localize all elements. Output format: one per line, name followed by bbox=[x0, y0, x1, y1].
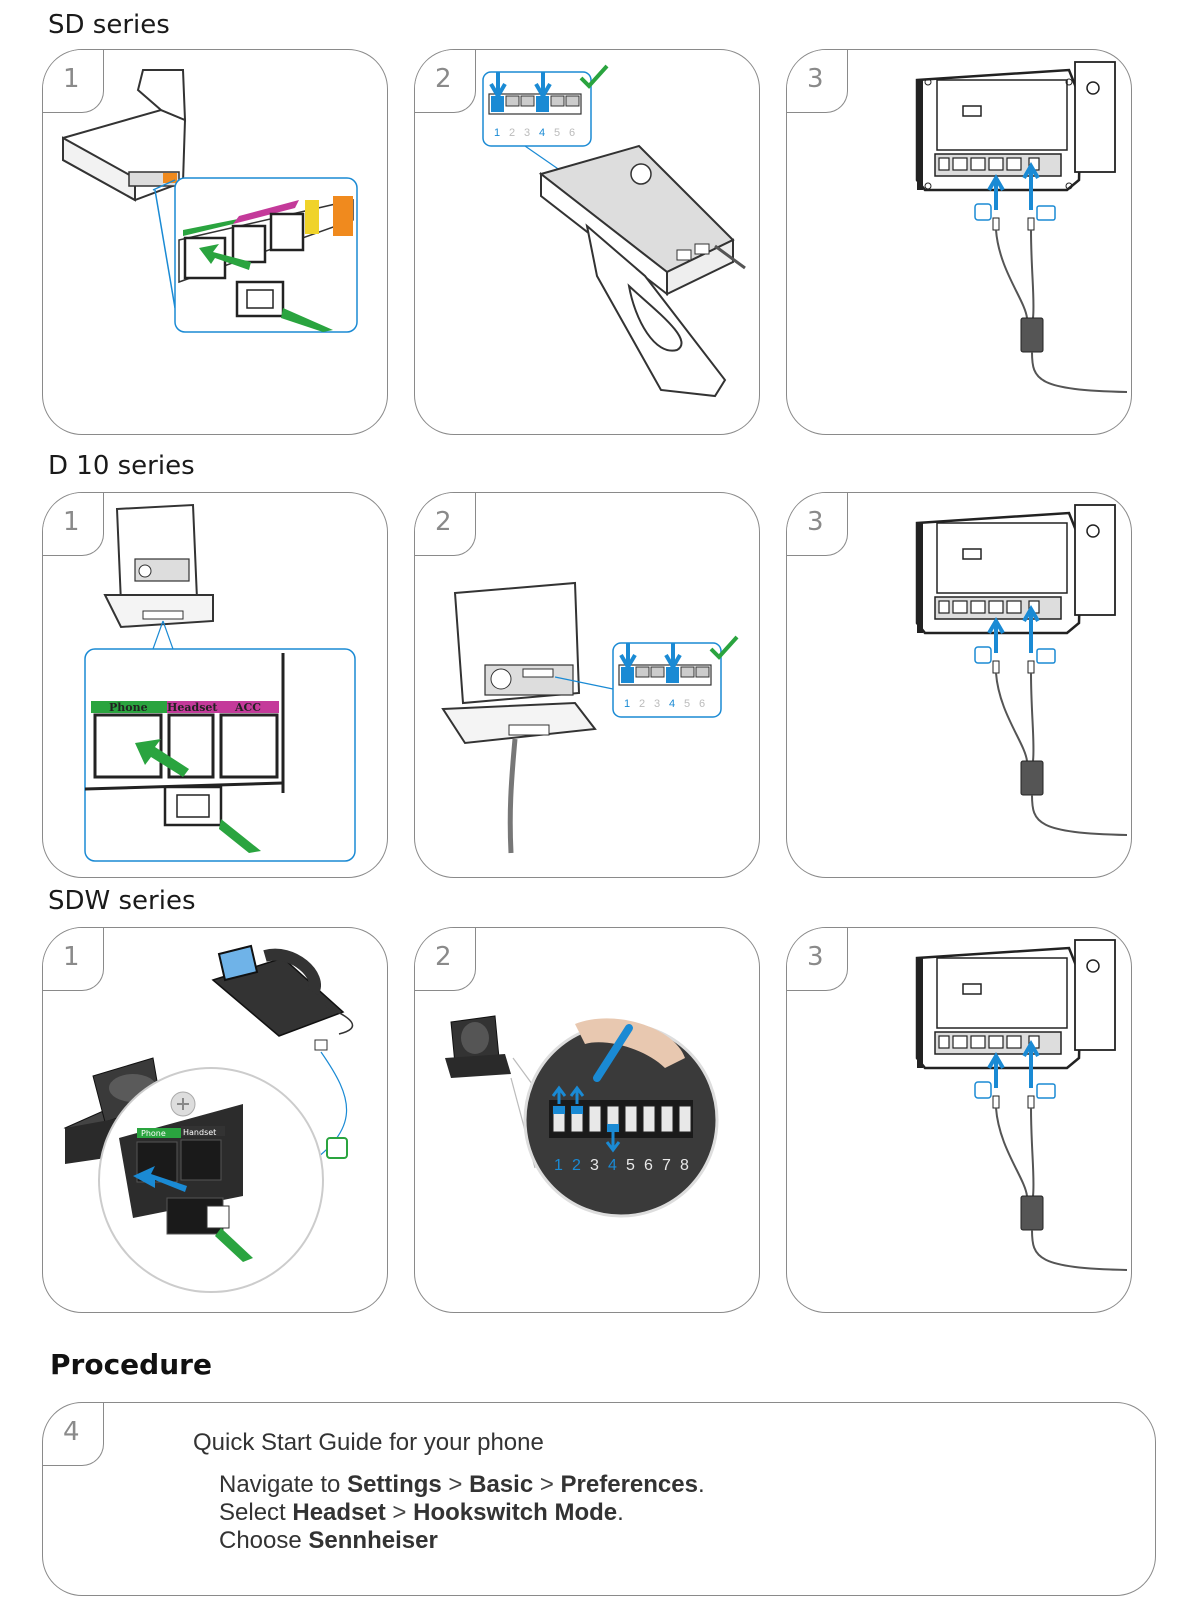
dip-number: 4 bbox=[669, 698, 675, 710]
dip-number: 3 bbox=[524, 127, 530, 139]
dip-number: 4 bbox=[608, 1157, 617, 1174]
dip-number: 8 bbox=[680, 1157, 689, 1174]
path-separator: > bbox=[533, 1471, 561, 1498]
dip-number: 1 bbox=[624, 698, 630, 710]
checkmark-icon bbox=[709, 635, 739, 660]
dip-switches bbox=[491, 95, 580, 112]
step-tab: 3 bbox=[787, 928, 848, 991]
sd-step-1-panel: 1 bbox=[42, 49, 388, 435]
sdw-step-1-panel: Phone Handset 1 bbox=[42, 927, 388, 1313]
dip-number: 3 bbox=[590, 1157, 599, 1174]
path-separator: > bbox=[385, 1499, 414, 1526]
instruction-line-choose: Choose Sennheiser bbox=[219, 1527, 705, 1555]
sdw-step-2-panel: 1 2 3 4 5 6 7 8 2 bbox=[414, 927, 760, 1313]
menu-path-basic: Basic bbox=[469, 1471, 534, 1498]
sdw-step-3-panel: 3 bbox=[786, 927, 1132, 1313]
step-number: 3 bbox=[807, 942, 824, 972]
step-number: 2 bbox=[435, 64, 452, 94]
step-number: 1 bbox=[63, 507, 80, 537]
phone-port-icon bbox=[1036, 1083, 1056, 1099]
menu-path-settings: Settings bbox=[347, 1471, 442, 1498]
dip-number: 2 bbox=[509, 127, 515, 139]
headset-icon bbox=[974, 646, 992, 664]
d10-base-phone-jack-illustration: Phone Headset ACC bbox=[84, 503, 356, 862]
step-number: 1 bbox=[63, 942, 80, 972]
sdw-dip-switch-illustration: 1 2 3 4 5 6 7 8 bbox=[445, 1015, 719, 1218]
step-tab: 1 bbox=[43, 493, 104, 556]
instruction-line-select: Select Headset > Hookswitch Mode. bbox=[219, 1499, 705, 1527]
path-separator: > bbox=[441, 1471, 470, 1498]
desk-phone-back-cable-illustration bbox=[915, 504, 1128, 836]
dip-number: 6 bbox=[569, 127, 575, 139]
phone-icon bbox=[326, 1137, 348, 1159]
sdw-jack-label-phone: Phone bbox=[141, 1129, 166, 1138]
sd-step-2-panel: 1 2 3 4 5 6 2 bbox=[414, 49, 760, 435]
step-tab: 1 bbox=[43, 50, 104, 113]
procedure-box: 4 Quick Start Guide for your phone Navig… bbox=[42, 1402, 1156, 1596]
sd-step-3-panel: 3 bbox=[786, 49, 1132, 435]
instruction-text: Select bbox=[219, 1499, 293, 1526]
dip-number: 1 bbox=[554, 1157, 563, 1174]
step-tab: 2 bbox=[415, 493, 476, 556]
phone-port-icon bbox=[1036, 648, 1056, 664]
step-number: 3 bbox=[807, 64, 824, 94]
jack-label-phone: Phone bbox=[109, 701, 148, 714]
phone-port-icon bbox=[1036, 205, 1056, 221]
dip-number: 4 bbox=[539, 127, 545, 139]
menu-path-headset: Headset bbox=[292, 1499, 386, 1526]
dip-number: 1 bbox=[494, 127, 500, 139]
instruction-line-navigate: Navigate to Settings > Basic > Preferenc… bbox=[219, 1471, 705, 1499]
dip-number: 7 bbox=[662, 1157, 671, 1174]
checkmark-icon bbox=[579, 64, 609, 89]
d10-step-1-panel: Phone Headset ACC 1 bbox=[42, 492, 388, 878]
step-tab: 2 bbox=[415, 928, 476, 991]
procedure-instructions: Navigate to Settings > Basic > Preferenc… bbox=[219, 1471, 705, 1555]
section-title-sdw: SDW series bbox=[48, 886, 196, 916]
dip-number: 2 bbox=[639, 698, 645, 710]
desk-phone-back-cable-illustration bbox=[915, 61, 1128, 393]
sd-base-station-phone-jack-illustration bbox=[62, 69, 358, 333]
section-title-d10: D 10 series bbox=[48, 451, 195, 481]
d10-step-2-panel: 1 2 3 4 5 6 2 bbox=[414, 492, 760, 878]
section-title-sd: SD series bbox=[48, 10, 170, 40]
option-sennheiser: Sennheiser bbox=[308, 1527, 438, 1554]
sdw-base-phone-jack-illustration: Phone Handset bbox=[63, 944, 354, 1293]
instruction-text: . bbox=[617, 1499, 624, 1526]
dip-number: 6 bbox=[699, 698, 705, 710]
step-number: 3 bbox=[807, 507, 824, 537]
step-tab: 3 bbox=[787, 493, 848, 556]
step-number: 2 bbox=[435, 507, 452, 537]
d10-dip-switch-illustration: 1 2 3 4 5 6 bbox=[441, 581, 739, 854]
dip-number: 6 bbox=[644, 1157, 653, 1174]
step-number: 2 bbox=[435, 942, 452, 972]
step-number: 4 bbox=[63, 1417, 80, 1447]
step-tab: 1 bbox=[43, 928, 104, 991]
instruction-text: . bbox=[697, 1471, 705, 1498]
step-tab: 3 bbox=[787, 50, 848, 113]
instruction-text: Choose bbox=[219, 1527, 309, 1554]
d10-step-3-panel: 3 bbox=[786, 492, 1132, 878]
jack-label-acc: ACC bbox=[234, 701, 261, 714]
sd-dip-switch-illustration: 1 2 3 4 5 6 bbox=[482, 64, 746, 398]
procedure-intro: Quick Start Guide for your phone bbox=[193, 1429, 544, 1456]
menu-path-hookswitch-mode: Hookswitch Mode bbox=[413, 1499, 618, 1526]
jack-label-headset: Headset bbox=[167, 701, 218, 714]
headset-icon bbox=[974, 1081, 992, 1099]
step-tab: 4 bbox=[43, 1403, 104, 1466]
dip-number: 2 bbox=[572, 1157, 581, 1174]
menu-path-preferences: Preferences bbox=[560, 1471, 698, 1498]
desk-phone-back-cable-illustration bbox=[915, 939, 1128, 1271]
dip-number: 5 bbox=[626, 1157, 635, 1174]
dip-number: 5 bbox=[684, 698, 690, 710]
step-number: 1 bbox=[63, 64, 80, 94]
dip-number: 5 bbox=[554, 127, 560, 139]
headset-icon bbox=[974, 203, 992, 221]
dip-number: 3 bbox=[654, 698, 660, 710]
instruction-text: Navigate to bbox=[219, 1471, 348, 1498]
sdw-jack-label-handset: Handset bbox=[183, 1128, 216, 1137]
procedure-title: Procedure bbox=[50, 1348, 212, 1381]
step-tab: 2 bbox=[415, 50, 476, 113]
